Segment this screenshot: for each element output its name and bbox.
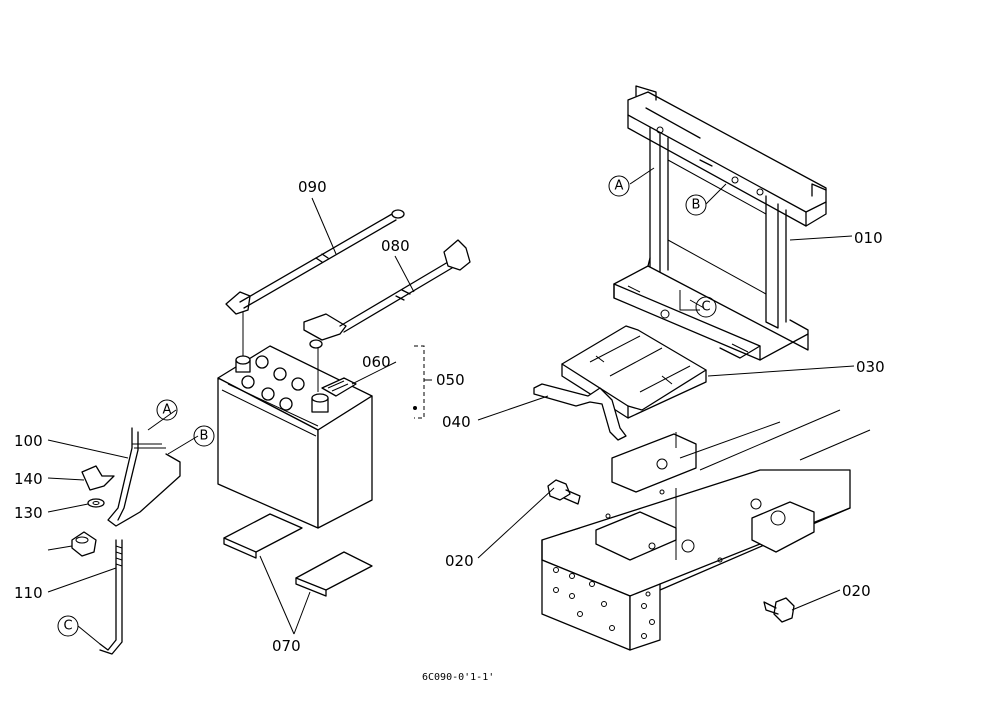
ref-letter: B	[692, 198, 701, 213]
label-060: 060	[362, 353, 391, 371]
ref-letter: A	[615, 179, 624, 194]
battery-cable-negative	[225, 209, 405, 356]
ref-letter: C	[701, 300, 710, 315]
drawing-code: 6C090-0'1-1'	[422, 672, 494, 683]
label-050: 050	[436, 371, 465, 389]
sleeve-140	[71, 531, 97, 557]
wing-nut-130	[81, 465, 115, 491]
label-010: 010	[854, 229, 883, 247]
hold-down-bolt-110	[99, 539, 123, 655]
label-040: 040	[442, 413, 471, 431]
label-020-upper: 020	[445, 552, 474, 570]
battery-cable-positive	[303, 239, 471, 392]
label-020-lower: 020	[842, 582, 871, 600]
ref-a-battery: A	[156, 399, 178, 421]
ref-b-frame: B	[685, 194, 707, 216]
ref-letter: C	[63, 619, 72, 634]
ref-b-battery: B	[193, 425, 215, 447]
hold-down-rod-100	[107, 427, 181, 527]
washer-120	[87, 498, 105, 508]
battery-pad-lower	[295, 551, 373, 597]
chassis-frame	[541, 409, 871, 651]
label-130: 140	[14, 470, 43, 488]
label-120: 130	[14, 504, 43, 522]
label-090: 090	[298, 178, 327, 196]
group-bracket-050	[414, 345, 425, 419]
battery-pad-upper	[223, 513, 303, 559]
flange-bolt-lower	[763, 597, 795, 623]
label-070: 070	[272, 637, 301, 655]
flange-bolt-upper	[547, 479, 581, 505]
label-100: 100	[14, 432, 43, 450]
battery	[217, 345, 417, 529]
ref-a-frame: A	[608, 175, 630, 197]
leader-lines	[47, 167, 855, 645]
battery-strap	[533, 383, 627, 441]
label-030: 030	[856, 358, 885, 376]
label-080: 080	[381, 237, 410, 255]
ref-c-frame: C	[695, 296, 717, 318]
battery-holder-frame	[613, 85, 827, 361]
ref-letter: A	[163, 403, 172, 418]
ref-c-battery: C	[57, 615, 79, 637]
label-110: 110	[14, 584, 43, 602]
ref-letter: B	[200, 429, 209, 444]
